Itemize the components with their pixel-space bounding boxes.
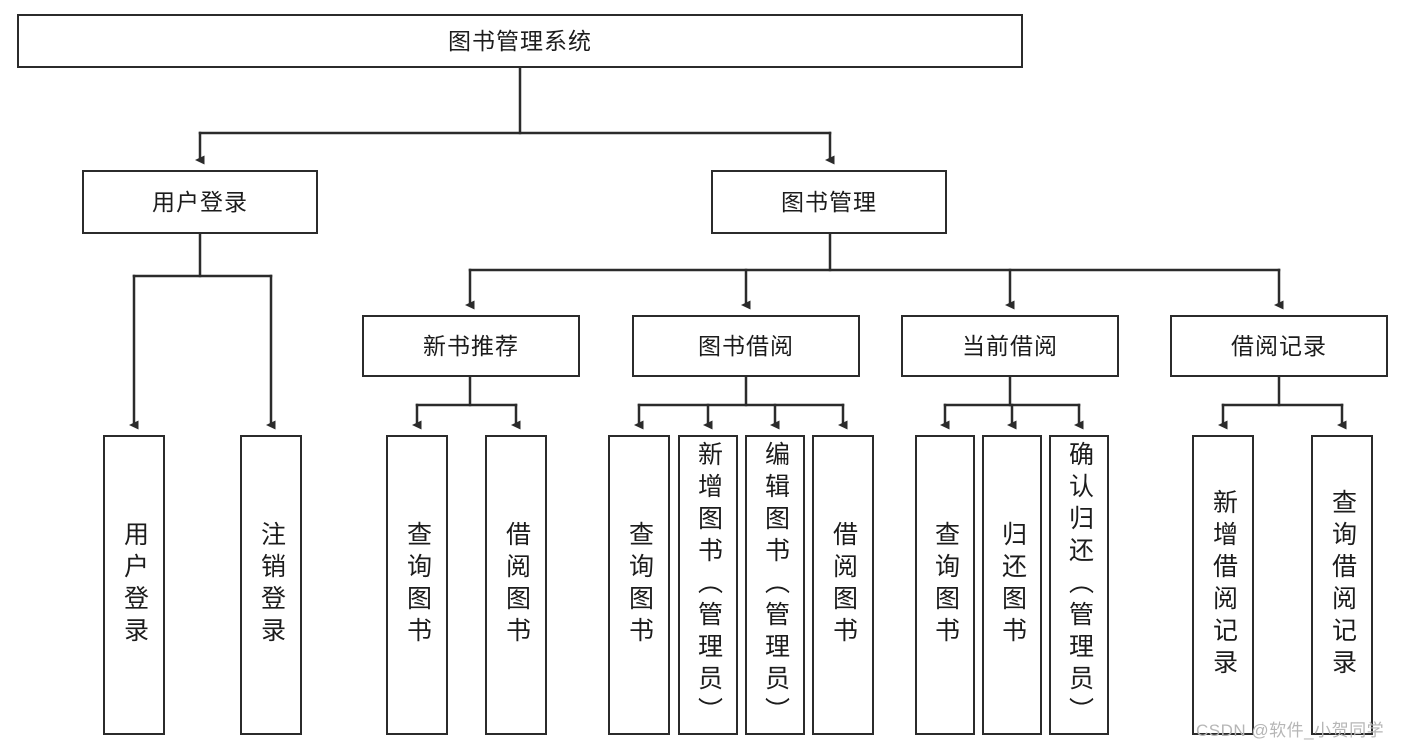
node-new-book-recommend-label: 新书推荐 (423, 332, 519, 359)
leaf-add-book-label: 新增图书（管理员） (694, 441, 723, 729)
node-root-label: 图书管理系统 (448, 27, 592, 54)
node-book-manage[interactable]: 图书管理 (711, 170, 947, 234)
leaf-query-book-2-label: 查询图书 (625, 521, 654, 649)
leaf-query-record[interactable]: 查询借阅记录 (1311, 435, 1373, 735)
node-current-borrow[interactable]: 当前借阅 (901, 315, 1119, 377)
leaf-borrow-book-2[interactable]: 借阅图书 (812, 435, 874, 735)
node-new-book-recommend[interactable]: 新书推荐 (362, 315, 580, 377)
node-user-login[interactable]: 用户登录 (82, 170, 318, 234)
node-borrow-record-label: 借阅记录 (1231, 332, 1327, 359)
node-borrow-record[interactable]: 借阅记录 (1170, 315, 1388, 377)
leaf-confirm-return[interactable]: 确认归还（管理员） (1049, 435, 1109, 735)
leaf-borrow-book-1-label: 借阅图书 (502, 521, 531, 649)
leaf-edit-book[interactable]: 编辑图书（管理员） (745, 435, 805, 735)
leaf-borrow-book-2-label: 借阅图书 (829, 521, 858, 649)
leaf-query-record-label: 查询借阅记录 (1328, 489, 1357, 681)
node-user-login-label: 用户登录 (152, 188, 248, 215)
leaf-query-book-1[interactable]: 查询图书 (386, 435, 448, 735)
node-root[interactable]: 图书管理系统 (17, 14, 1023, 68)
leaf-return-book[interactable]: 归还图书 (982, 435, 1042, 735)
leaf-confirm-return-label: 确认归还（管理员） (1065, 441, 1094, 729)
leaf-add-record[interactable]: 新增借阅记录 (1192, 435, 1254, 735)
leaf-query-book-3-label: 查询图书 (931, 521, 960, 649)
node-book-borrow-label: 图书借阅 (698, 332, 794, 359)
leaf-query-book-2[interactable]: 查询图书 (608, 435, 670, 735)
leaf-user-login-label: 用户登录 (120, 521, 149, 649)
leaf-add-book[interactable]: 新增图书（管理员） (678, 435, 738, 735)
leaf-add-record-label: 新增借阅记录 (1209, 489, 1238, 681)
leaf-user-logout-label: 注销登录 (257, 521, 286, 649)
leaf-edit-book-label: 编辑图书（管理员） (761, 441, 790, 729)
node-book-manage-label: 图书管理 (781, 188, 877, 215)
node-book-borrow[interactable]: 图书借阅 (632, 315, 860, 377)
node-current-borrow-label: 当前借阅 (962, 332, 1058, 359)
leaf-user-logout[interactable]: 注销登录 (240, 435, 302, 735)
leaf-borrow-book-1[interactable]: 借阅图书 (485, 435, 547, 735)
leaf-query-book-3[interactable]: 查询图书 (915, 435, 975, 735)
leaf-return-book-label: 归还图书 (998, 521, 1027, 649)
leaf-user-login[interactable]: 用户登录 (103, 435, 165, 735)
leaf-query-book-1-label: 查询图书 (403, 521, 432, 649)
